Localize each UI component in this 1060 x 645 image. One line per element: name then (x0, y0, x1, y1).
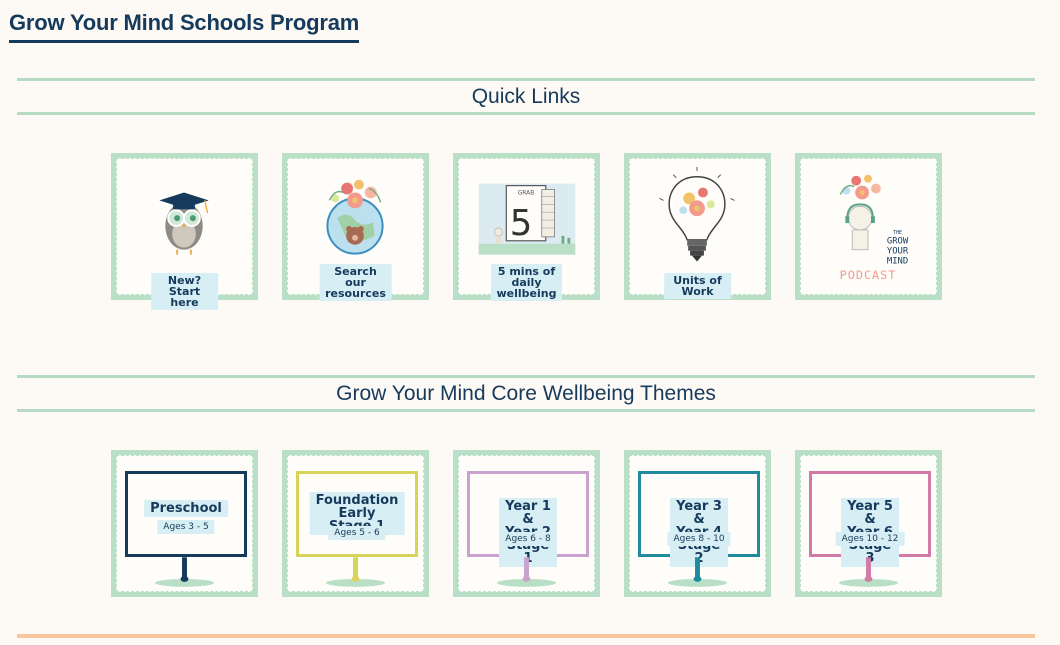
quick-link-label: 5 mins of daily wellbeing (490, 264, 563, 301)
board-stand-icon (496, 557, 557, 587)
core-themes-heading: Grow Your Mind Core Wellbeing Themes (336, 381, 716, 405)
podcast-logo-icon: THE GROW YOUR MIND PODCAST (840, 174, 909, 282)
quick-link-label: Units of Work (663, 273, 732, 299)
quick-link-daily-wellbeing[interactable]: GRAB 5 5 mins of daily wellbeing (453, 153, 600, 301)
svg-text:MIND: MIND (887, 256, 908, 266)
footer-accent-bar (17, 634, 1035, 638)
quick-links-row: New? Start here Search our resourc (111, 153, 942, 310)
quick-link-units-of-work[interactable]: Units of Work (624, 153, 771, 300)
theme-preschool[interactable]: Preschool Ages 3 - 5 (111, 450, 258, 597)
board-stand-icon (154, 557, 215, 587)
theme-ages: Ages 8 - 10 (667, 532, 731, 546)
quick-links-heading-band: Quick Links (17, 78, 1035, 115)
board-stand-icon (325, 557, 386, 587)
whiteboard: Year 5 & Year 6 Stage 3 Ages 10 - 12 (809, 471, 931, 567)
quick-link-new-start-here[interactable]: New? Start here (111, 153, 258, 310)
grab-5-board-icon: GRAB 5 (478, 183, 576, 255)
whiteboard: Year 3 & Year 4 Stage 2 Ages 8 - 10 (638, 471, 760, 567)
quick-links-heading: Quick Links (471, 84, 581, 108)
globe-flowers-icon (326, 179, 384, 255)
theme-stage-2[interactable]: Year 3 & Year 4 Stage 2 Ages 8 - 10 (624, 450, 771, 597)
page-title: Grow Your Mind Schools Program (9, 10, 359, 43)
board-stand-icon (838, 557, 899, 587)
core-themes-heading-band: Grow Your Mind Core Wellbeing Themes (17, 375, 1035, 412)
whiteboard: Year 1 & Year 2 Stage 1 Ages 6 - 8 (467, 471, 589, 567)
theme-title: Preschool (144, 500, 228, 517)
svg-text:GROW: GROW (887, 237, 909, 247)
theme-ages: Ages 10 - 12 (835, 532, 905, 546)
svg-text:5: 5 (510, 203, 533, 244)
board-stand-icon (667, 557, 728, 587)
whiteboard: Foundation Early Stage 1 Ages 5 - 6 (296, 471, 418, 557)
whiteboard: Preschool Ages 3 - 5 (125, 471, 247, 557)
theme-foundation[interactable]: Foundation Early Stage 1 Ages 5 - 6 (282, 450, 429, 597)
quick-link-label: Search our resources (319, 264, 392, 301)
theme-ages: Ages 3 - 5 (157, 520, 215, 534)
core-themes-row: Preschool Ages 3 - 5 Foundation Early St… (111, 450, 942, 597)
lightbulb-flowers-icon (659, 166, 735, 262)
theme-stage-3[interactable]: Year 5 & Year 6 Stage 3 Ages 10 - 12 (795, 450, 942, 597)
svg-text:PODCAST: PODCAST (840, 268, 897, 282)
owl-graduate-icon (159, 192, 209, 255)
quick-link-label: New? Start here (150, 273, 219, 310)
quick-link-search-resources[interactable]: Search our resources (282, 153, 429, 301)
theme-stage-1[interactable]: Year 1 & Year 2 Stage 1 Ages 6 - 8 (453, 450, 600, 597)
theme-ages: Ages 5 - 6 (328, 526, 386, 540)
svg-text:THE: THE (893, 230, 902, 236)
svg-text:GRAB: GRAB (518, 190, 535, 196)
theme-ages: Ages 6 - 8 (499, 532, 557, 546)
svg-text:YOUR: YOUR (887, 247, 909, 257)
quick-link-podcast[interactable]: THE GROW YOUR MIND PODCAST (795, 153, 942, 300)
